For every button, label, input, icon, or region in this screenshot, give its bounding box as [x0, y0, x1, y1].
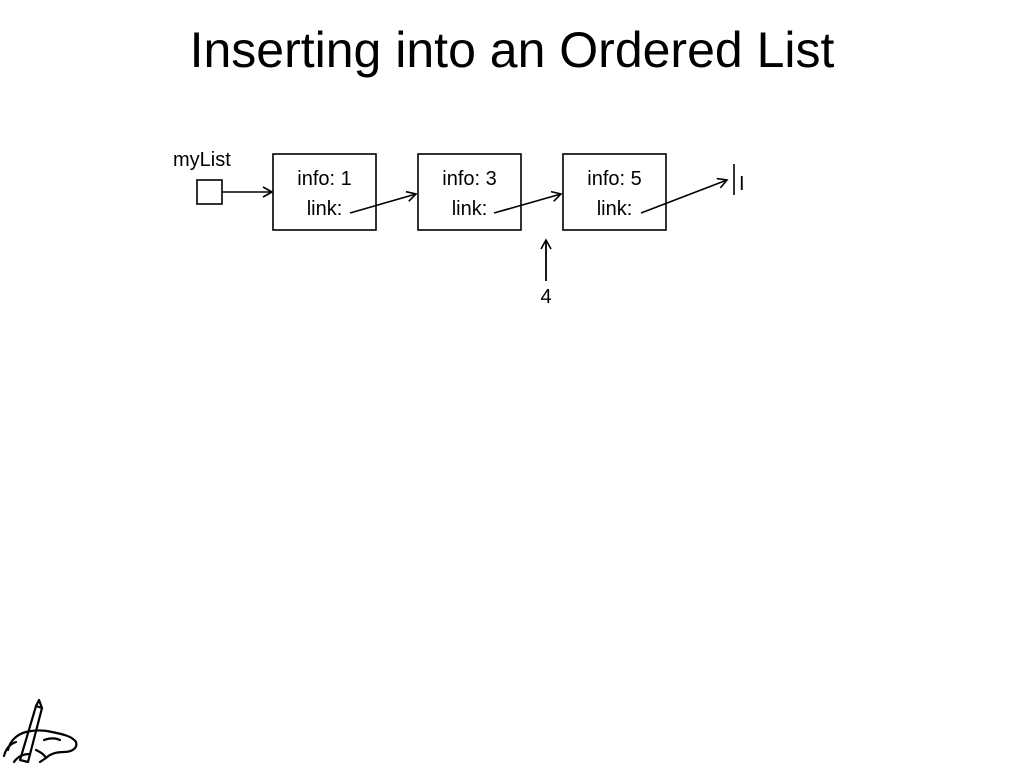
list-node-1: info: 1 link:	[272, 153, 377, 231]
head-pointer-box	[196, 179, 223, 205]
hand-writing-logo-icon	[2, 698, 78, 764]
node-link: link:	[307, 198, 343, 220]
node-link: link:	[452, 198, 488, 220]
node-box	[272, 153, 377, 231]
node-box	[562, 153, 667, 231]
link-arrow-3	[640, 177, 729, 214]
head-pointer-label: myList	[173, 149, 231, 171]
link-arrow-2	[493, 190, 563, 214]
node-link: link:	[597, 198, 633, 220]
slide-title: Inserting into an Ordered List	[189, 22, 835, 78]
node-info: info: 1	[297, 168, 351, 190]
list-node-3: info: 5 link:	[562, 153, 667, 231]
insert-value: 4	[540, 286, 551, 308]
null-terminator-mark: I	[739, 173, 745, 195]
node-info: info: 5	[587, 168, 641, 190]
node-info: info: 3	[442, 168, 496, 190]
list-node-2: info: 3 link:	[417, 153, 522, 231]
node-box	[417, 153, 522, 231]
link-arrow-1	[349, 190, 418, 214]
